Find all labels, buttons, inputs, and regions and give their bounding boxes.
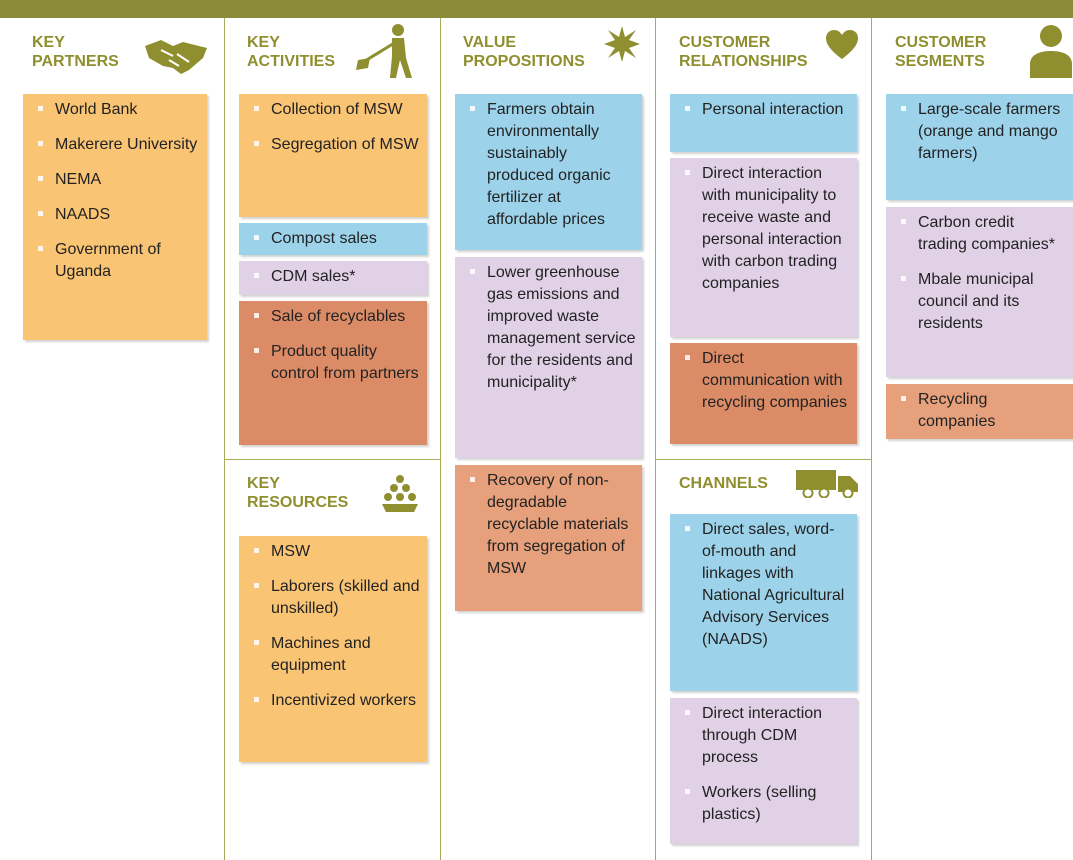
list-item: Government of Uganda <box>38 239 201 283</box>
heading-line: KEY <box>247 475 280 492</box>
heading-line: PARTNERS <box>32 53 119 70</box>
heading-line: RELATIONSHIPS <box>679 53 808 70</box>
channels-lilac-card: Direct interaction through CDM process W… <box>670 698 857 844</box>
list-item: Makerere University <box>38 134 201 156</box>
header-bar <box>0 0 1073 18</box>
list-item: Direct sales, word-of-mouth and linkages… <box>685 519 851 651</box>
segments-blue-card: Large-scale farmers (orange and mango fa… <box>886 94 1073 200</box>
channels-heading: CHANNELS <box>679 474 768 493</box>
truck-icon <box>796 470 858 498</box>
list-item: Carbon credit trading companies* <box>901 212 1067 256</box>
resources-card: MSW Laborers (skilled and unskilled) Mac… <box>239 536 427 762</box>
list-item: World Bank <box>38 99 201 121</box>
value-propositions-heading: VALUE PROPOSITIONS <box>463 33 585 71</box>
activities-rust-card: Sale of recyclables Product quality cont… <box>239 301 427 445</box>
customer-segments-heading: CUSTOMER SEGMENTS <box>895 33 986 71</box>
value-salmon-card: Recovery of non-degradable recyclable ma… <box>455 465 642 611</box>
heading-line: CUSTOMER <box>895 34 987 51</box>
channels-blue-card: Direct sales, word-of-mouth and linkages… <box>670 514 857 691</box>
activities-lilac-card: CDM sales* <box>239 261 427 295</box>
list-item: Recycling companies <box>901 389 1067 433</box>
list-item: Lower greenhouse gas emissions and impro… <box>470 262 636 394</box>
key-activities-heading: KEY ACTIVITIES <box>247 33 335 71</box>
activities-orange-card: Collection of MSW Segregation of MSW <box>239 94 427 217</box>
list-item: Incentivized workers <box>254 690 421 712</box>
list-item: Product quality control from partners <box>254 341 421 385</box>
worker-shovel-icon <box>356 24 412 78</box>
list-item: Direct interaction through CDM process <box>685 703 851 769</box>
heading-line: CHANNELS <box>679 475 768 492</box>
list-item: Workers (selling plastics) <box>685 782 851 826</box>
list-item: Mbale municipal council and its resident… <box>901 269 1067 335</box>
customer-relationships-heading: CUSTOMER RELATIONSHIPS <box>679 33 808 71</box>
relationships-blue-card: Personal interaction <box>670 94 857 152</box>
key-resources-heading: KEY RESOURCES <box>247 474 348 512</box>
column-divider <box>871 18 872 860</box>
column-divider <box>440 18 441 860</box>
list-item: Compost sales <box>254 228 421 250</box>
section-divider <box>224 459 440 460</box>
heading-line: SEGMENTS <box>895 53 985 70</box>
relationships-lilac-card: Direct interaction with municipality to … <box>670 158 857 337</box>
heading-line: RESOURCES <box>247 494 349 511</box>
list-item: Personal interaction <box>685 99 851 121</box>
list-item: Direct communication with recycling comp… <box>685 348 851 414</box>
list-item: CDM sales* <box>254 266 421 288</box>
heading-line: KEY <box>247 34 280 51</box>
list-item: Collection of MSW <box>254 99 421 121</box>
list-item: NAADS <box>38 204 201 226</box>
list-item: Laborers (skilled and unskilled) <box>254 576 421 620</box>
starburst-icon <box>604 26 640 62</box>
handshake-icon <box>145 40 207 74</box>
partners-card: World Bank Makerere University NEMA NAAD… <box>23 94 207 340</box>
heading-line: ACTIVITIES <box>247 53 336 70</box>
list-item: MSW <box>254 541 421 563</box>
key-partners-heading: KEY PARTNERS <box>32 33 119 71</box>
heart-icon <box>826 30 858 59</box>
column-divider <box>224 18 225 860</box>
heading-line: KEY <box>32 34 65 51</box>
value-blue-card: Farmers obtain environmentally sustainab… <box>455 94 642 250</box>
list-item: Machines and equipment <box>254 633 421 677</box>
list-item: NEMA <box>38 169 201 191</box>
value-lilac-card: Lower greenhouse gas emissions and impro… <box>455 257 642 458</box>
section-divider <box>655 459 871 460</box>
list-item: Segregation of MSW <box>254 134 421 156</box>
list-item: Large-scale farmers (orange and mango fa… <box>901 99 1067 165</box>
heading-line: CUSTOMER <box>679 34 771 51</box>
list-item: Sale of recyclables <box>254 306 421 328</box>
list-item: Direct interaction with municipality to … <box>685 163 851 295</box>
segments-lilac-card: Carbon credit trading companies* Mbale m… <box>886 207 1073 377</box>
activities-blue-card: Compost sales <box>239 223 427 255</box>
person-icon <box>1030 25 1072 78</box>
heading-line: VALUE <box>463 34 517 51</box>
segments-salmon-card: Recycling companies <box>886 384 1073 439</box>
list-item: Recovery of non-degradable recyclable ma… <box>470 470 636 580</box>
heading-line: PROPOSITIONS <box>463 53 585 70</box>
pile-icon <box>382 475 418 512</box>
relationships-rust-card: Direct communication with recycling comp… <box>670 343 857 444</box>
list-item: Farmers obtain environmentally sustainab… <box>470 99 636 231</box>
column-divider <box>655 18 656 860</box>
